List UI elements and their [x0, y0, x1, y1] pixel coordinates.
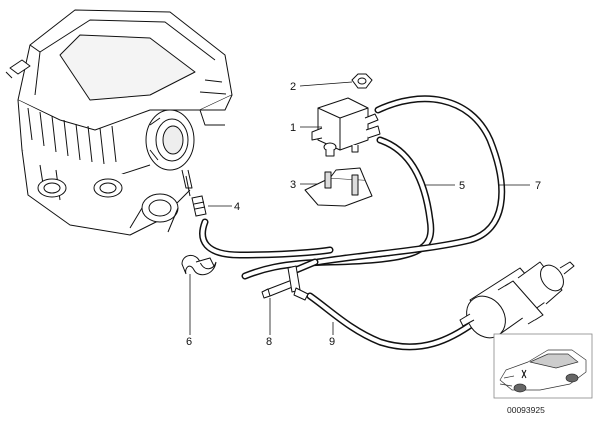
hose-from-filter — [199, 218, 334, 259]
callout-1: 1 — [290, 122, 296, 134]
fuel-filter — [459, 261, 575, 339]
callout-2: 2 — [290, 81, 296, 93]
leader-lines — [189, 81, 530, 335]
hose-clip — [181, 255, 217, 276]
callout-9: 9 — [329, 336, 335, 348]
air-filter-housing — [5, 9, 233, 236]
callout-7: 7 — [535, 180, 541, 192]
callout-5: 5 — [459, 180, 465, 192]
vehicle-thumbnail — [493, 333, 593, 399]
callout-6: 6 — [186, 336, 192, 348]
hose-connector — [185, 175, 207, 217]
hose-9 — [306, 292, 479, 351]
t-piece — [261, 265, 309, 301]
hex-nut — [351, 73, 373, 89]
hose-7 — [314, 95, 506, 266]
bracket — [304, 167, 373, 207]
callout-4: 4 — [234, 201, 240, 213]
callout-8: 8 — [266, 336, 272, 348]
vent-valve — [311, 97, 381, 157]
callout-3: 3 — [290, 179, 296, 191]
document-number: 00093925 — [507, 405, 545, 415]
hose-tee-link — [292, 258, 319, 274]
